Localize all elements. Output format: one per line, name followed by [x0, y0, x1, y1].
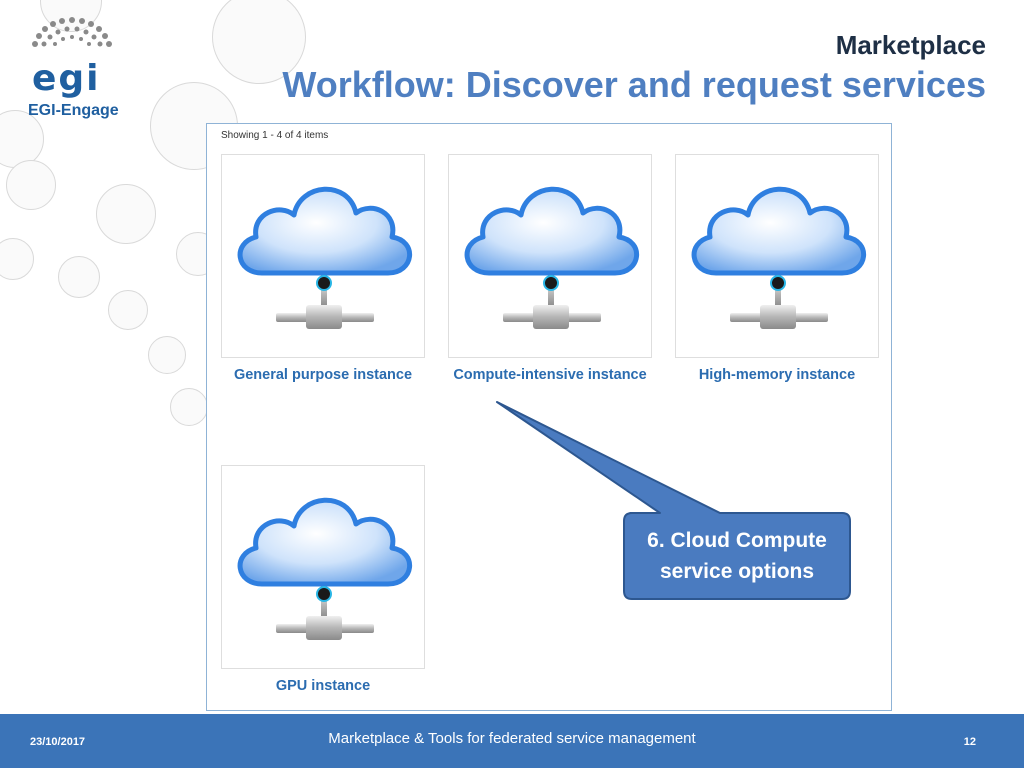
service-thumbnail[interactable]	[221, 465, 425, 669]
footer-date: 23/10/2017	[30, 736, 86, 748]
footer-description: Marketplace & Tools for federated servic…	[328, 730, 696, 747]
decorative-bubble	[212, 0, 306, 84]
service-catalog-panel: Showing 1 - 4 of 4 items General purpose…	[206, 123, 892, 711]
page-number: 12	[963, 736, 976, 748]
service-card-gpu[interactable]: GPU instance	[221, 465, 425, 695]
service-thumbnail[interactable]	[675, 154, 879, 358]
service-label[interactable]: High-memory instance	[698, 367, 856, 383]
cloud-server-icon	[222, 466, 424, 668]
callout-text: 6. Cloud Compute service options	[647, 529, 827, 583]
decorative-bubble	[0, 238, 34, 280]
logo-dots-icon	[32, 17, 112, 47]
service-thumbnail[interactable]	[221, 154, 425, 358]
decorative-bubble	[148, 336, 186, 374]
service-thumbnail[interactable]	[448, 154, 652, 358]
service-card-compute-intensive[interactable]: Compute-intensive instance	[448, 154, 652, 384]
page-title: Workflow: Discover and request services	[282, 64, 986, 105]
service-card-high-memory[interactable]: High-memory instance	[675, 154, 879, 384]
logo-subtitle: EGI-Engage	[28, 102, 119, 119]
items-count-text: Showing 1 - 4 of 4 items	[221, 130, 329, 141]
decorative-bubble	[6, 160, 56, 210]
service-label[interactable]: General purpose instance	[233, 367, 413, 383]
decorative-bubble	[170, 388, 208, 426]
decorative-bubble	[108, 290, 148, 330]
service-label[interactable]: GPU instance	[275, 678, 371, 694]
logo-wordmark: egi	[32, 58, 101, 99]
service-card-general-purpose[interactable]: General purpose instance	[221, 154, 425, 384]
footer-bar: 23/10/2017 Marketplace & Tools for feder…	[0, 714, 1024, 768]
decorative-bubble	[58, 256, 100, 298]
egi-logo: egi EGI-Engage	[18, 14, 138, 124]
decorative-bubble	[96, 184, 156, 244]
cloud-server-icon	[676, 155, 878, 357]
cloud-server-icon	[222, 155, 424, 357]
service-label[interactable]: Compute-intensive instance	[453, 367, 647, 383]
cloud-server-icon	[449, 155, 651, 357]
section-title: Marketplace	[835, 30, 986, 60]
